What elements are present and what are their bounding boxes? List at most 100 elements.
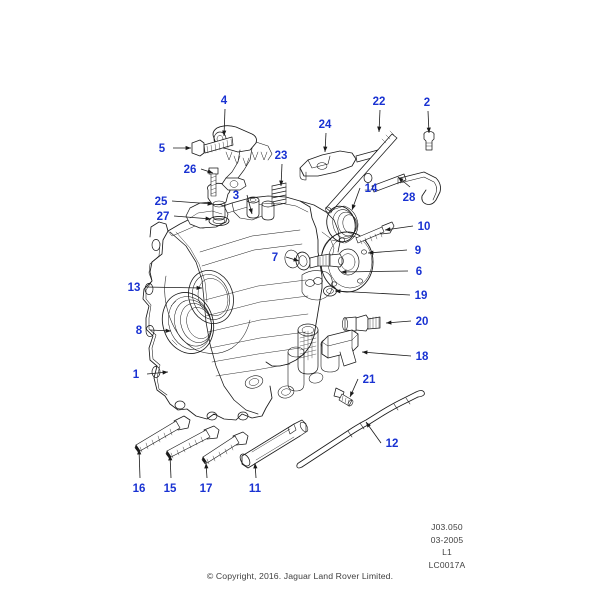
callout-arrow-10 <box>385 227 391 232</box>
part-18-selector-block <box>321 329 359 367</box>
part-22-selector-rod <box>325 130 398 214</box>
callout-number-11[interactable]: 11 <box>249 483 262 495</box>
callout-number-4[interactable]: 4 <box>221 95 228 107</box>
part-11-spacer-sleeve <box>239 419 309 469</box>
callout-number-15[interactable]: 15 <box>164 483 177 495</box>
part-26-retaining-bolt <box>208 167 219 197</box>
part-27-seal-ring <box>208 215 230 227</box>
callout-arrow-27 <box>205 216 211 221</box>
callout-number-19[interactable]: 19 <box>415 290 428 302</box>
callout-arrow-14 <box>351 204 356 210</box>
part-28-operating-link <box>363 171 441 205</box>
callout-9[interactable]: 9 <box>367 245 421 257</box>
callout-number-9[interactable]: 9 <box>415 245 421 257</box>
callout-22[interactable]: 22 <box>373 96 386 133</box>
part-24-shift-fork-block <box>299 149 381 181</box>
callout-2[interactable]: 2 <box>424 97 431 134</box>
callout-arrow-19 <box>335 289 341 294</box>
part-19-o-ring <box>323 285 337 297</box>
callout-arrow-25 <box>207 201 213 206</box>
callout-number-5[interactable]: 5 <box>159 143 166 155</box>
callout-arrow-13 <box>196 285 202 291</box>
part-21-clamp-bolt <box>333 387 354 407</box>
callout-number-22[interactable]: 22 <box>373 96 386 108</box>
callout-14[interactable]: 14 <box>351 183 378 211</box>
part-5-pivot-bolt <box>191 136 234 157</box>
callout-number-1[interactable]: 1 <box>133 369 140 381</box>
callout-13[interactable]: 13 <box>128 282 203 294</box>
callout-leader-9 <box>367 249 408 254</box>
callout-27[interactable]: 27 <box>157 211 212 223</box>
part-23-detent-spring <box>271 182 287 207</box>
callout-15[interactable]: 15 <box>164 454 177 495</box>
callout-4[interactable]: 4 <box>221 95 228 137</box>
callout-number-25[interactable]: 25 <box>155 196 168 208</box>
callout-number-24[interactable]: 24 <box>319 119 332 131</box>
callout-number-14[interactable]: 14 <box>365 183 378 195</box>
callout-arrow-6 <box>341 269 347 275</box>
drawing-number: J03.050 <box>431 522 463 532</box>
part-4-selector-lever-bracket <box>212 125 273 191</box>
callout-18[interactable]: 18 <box>361 350 429 363</box>
callout-leader-13 <box>144 286 203 289</box>
callout-number-20[interactable]: 20 <box>416 316 429 328</box>
callout-arrow-28 <box>398 177 404 183</box>
callout-number-16[interactable]: 16 <box>133 483 146 495</box>
callout-number-27[interactable]: 27 <box>157 211 170 223</box>
callout-16[interactable]: 16 <box>133 448 146 495</box>
callout-arrow-12 <box>366 422 371 428</box>
callout-arrow-22 <box>377 126 382 132</box>
part-2-breather-plug <box>423 131 435 151</box>
callout-10[interactable]: 10 <box>384 221 431 233</box>
callout-arrow-11 <box>253 463 258 469</box>
callout-number-17[interactable]: 17 <box>200 483 213 495</box>
callout-11[interactable]: 11 <box>249 462 262 495</box>
callout-leader-18 <box>361 351 412 357</box>
callout-number-3[interactable]: 3 <box>233 190 239 202</box>
callout-number-28[interactable]: 28 <box>403 192 416 204</box>
drawing-date: 03-2005 <box>430 534 464 545</box>
callout-12[interactable]: 12 <box>365 421 399 450</box>
callout-arrow-3 <box>248 208 253 214</box>
callout-28[interactable]: 28 <box>397 176 416 204</box>
callout-24[interactable]: 24 <box>319 119 332 153</box>
callout-leader-6 <box>340 270 409 273</box>
callout-6[interactable]: 6 <box>340 266 422 278</box>
callout-number-6[interactable]: 6 <box>416 266 422 278</box>
callout-number-13[interactable]: 13 <box>128 282 141 294</box>
callout-arrow-16 <box>137 449 142 455</box>
callout-arrow-9 <box>368 250 374 255</box>
callout-number-10[interactable]: 10 <box>418 221 431 233</box>
callout-8[interactable]: 8 <box>136 325 172 337</box>
callout-number-26[interactable]: 26 <box>184 164 197 176</box>
copyright-notice: © Copyright, 2016. Jaguar Land Rover Lim… <box>206 571 394 581</box>
callout-number-18[interactable]: 18 <box>416 351 429 363</box>
callout-20[interactable]: 20 <box>385 316 429 328</box>
gearbox-housing-casting <box>142 195 341 421</box>
callout-arrow-7 <box>293 257 299 262</box>
callout-number-23[interactable]: 23 <box>275 150 288 162</box>
callout-number-2[interactable]: 2 <box>424 97 430 109</box>
callout-leader-27 <box>173 215 212 220</box>
callout-23[interactable]: 23 <box>275 150 288 187</box>
callout-number-12[interactable]: 12 <box>386 438 399 450</box>
callout-leader-25 <box>171 200 214 205</box>
callout-number-8[interactable]: 8 <box>136 325 143 337</box>
drawing-footer: J03.050 03-2005 L1 LC0017A <box>402 521 492 571</box>
callout-number-21[interactable]: 21 <box>363 374 376 386</box>
callout-5[interactable]: 5 <box>159 143 191 155</box>
callout-number-7[interactable]: 7 <box>272 252 278 264</box>
callout-1[interactable]: 1 <box>133 369 169 381</box>
callout-26[interactable]: 26 <box>184 164 214 176</box>
callout-17[interactable]: 17 <box>200 462 213 495</box>
callout-leader-19 <box>334 290 411 296</box>
callout-25[interactable]: 25 <box>155 196 214 208</box>
callout-7[interactable]: 7 <box>272 252 300 264</box>
callout-21[interactable]: 21 <box>349 374 376 398</box>
callout-19[interactable]: 19 <box>334 289 428 302</box>
callout-arrow-5 <box>185 145 191 151</box>
callout-3[interactable]: 3 <box>233 190 253 215</box>
